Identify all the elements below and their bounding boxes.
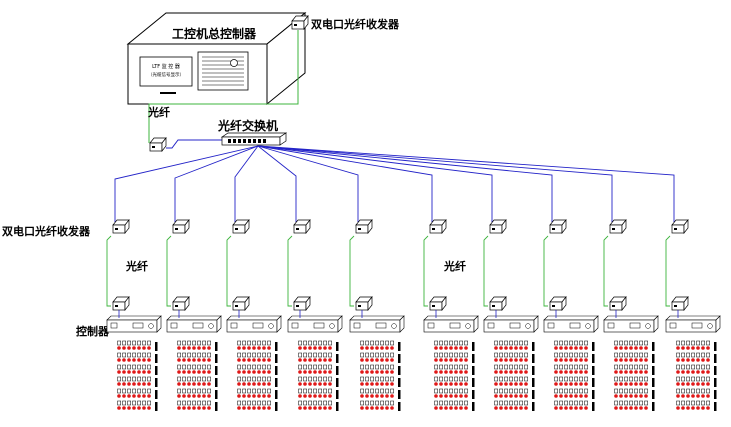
monitor-text-2: （光缆信号显示） xyxy=(148,71,184,78)
copper-link-5 xyxy=(349,235,355,307)
fiber-link-3 xyxy=(234,145,259,222)
copper-link-1 xyxy=(106,235,112,307)
transceiver-icon xyxy=(489,296,507,311)
copper-link-10 xyxy=(665,235,671,307)
fiber-link-4 xyxy=(257,145,297,222)
transceiver-icon xyxy=(549,296,567,311)
transceiver-icon xyxy=(429,219,447,234)
transceiver-icon xyxy=(291,15,309,30)
copper-link-2 xyxy=(166,235,172,307)
controller-icon xyxy=(287,315,343,333)
transceiver-icon xyxy=(671,296,689,311)
copper-link-6 xyxy=(423,235,429,307)
controller-icon xyxy=(603,315,659,333)
transceiver-icon xyxy=(293,296,311,311)
fiber-link-6 xyxy=(257,145,433,222)
transceiver-icon xyxy=(172,296,190,311)
switch-icon xyxy=(220,132,288,146)
transceiver-icon xyxy=(355,296,373,311)
controller-icon xyxy=(665,315,721,333)
transceiver-icon xyxy=(172,219,190,234)
monitor-text-1: LTF 监 控 器 xyxy=(152,63,180,70)
copper-link-8 xyxy=(543,235,549,307)
led-array-icon xyxy=(676,340,717,411)
fiber-link-7 xyxy=(257,145,493,222)
master-controller-label: 工控机总控制器 xyxy=(172,26,257,41)
transceiver-icon xyxy=(232,219,250,234)
transceiver-icon xyxy=(429,296,447,311)
controller-label: 控制器 xyxy=(76,324,110,338)
transceiver-icon xyxy=(355,219,373,234)
controller-icon xyxy=(106,315,162,333)
fiber-link-2 xyxy=(174,145,259,222)
controller-icon xyxy=(349,315,405,333)
controller-icon xyxy=(423,315,479,333)
led-array-icon xyxy=(614,340,655,411)
transceiver-icon xyxy=(112,296,130,311)
led-array-icon xyxy=(177,340,218,411)
transceiver-icon xyxy=(609,219,627,234)
controller-icon xyxy=(543,315,599,333)
led-array-icon xyxy=(434,340,475,411)
fiber-link-8 xyxy=(257,145,553,222)
fiber-label-top: 光纤 xyxy=(147,105,170,119)
fiber-label-mid: 光纤 xyxy=(443,259,466,273)
transceiver-icon xyxy=(609,296,627,311)
transceiver-icon xyxy=(671,219,689,234)
led-array-icon xyxy=(117,340,158,411)
industrial-pc-icon: LTF 监 控 器 （光缆信号显示） xyxy=(126,11,307,106)
transceiver-icon xyxy=(232,296,250,311)
transceiver-top-label: 双电口光纤收发器 xyxy=(311,17,400,31)
fiber-label-left: 光纤 xyxy=(125,259,148,273)
transceiver-icon xyxy=(293,219,311,234)
fiber-link-9 xyxy=(257,145,613,222)
fiber-link-10 xyxy=(257,145,675,222)
branch-group xyxy=(106,145,721,411)
switch-label: 光纤交换机 xyxy=(217,118,278,133)
transceiver-icon xyxy=(149,137,167,152)
fiber-link-1 xyxy=(114,145,259,222)
controller-icon xyxy=(483,315,539,333)
led-array-icon xyxy=(360,340,401,411)
copper-link-4 xyxy=(287,235,293,307)
led-array-icon xyxy=(554,340,595,411)
fiber-link-5 xyxy=(257,145,359,222)
controller-icon xyxy=(166,315,222,333)
led-array-icon xyxy=(298,340,339,411)
controller-icon xyxy=(226,315,282,333)
copper-link-9 xyxy=(603,235,609,307)
led-array-icon xyxy=(237,340,278,411)
transceiver-icon xyxy=(549,219,567,234)
transceiver-icon xyxy=(112,219,130,234)
transceiver-left-label: 双电口光纤收发器 xyxy=(2,224,91,238)
transceiver-icon xyxy=(489,219,507,234)
copper-link-3 xyxy=(226,235,232,307)
copper-link-7 xyxy=(483,235,489,307)
led-array-icon xyxy=(494,340,535,411)
